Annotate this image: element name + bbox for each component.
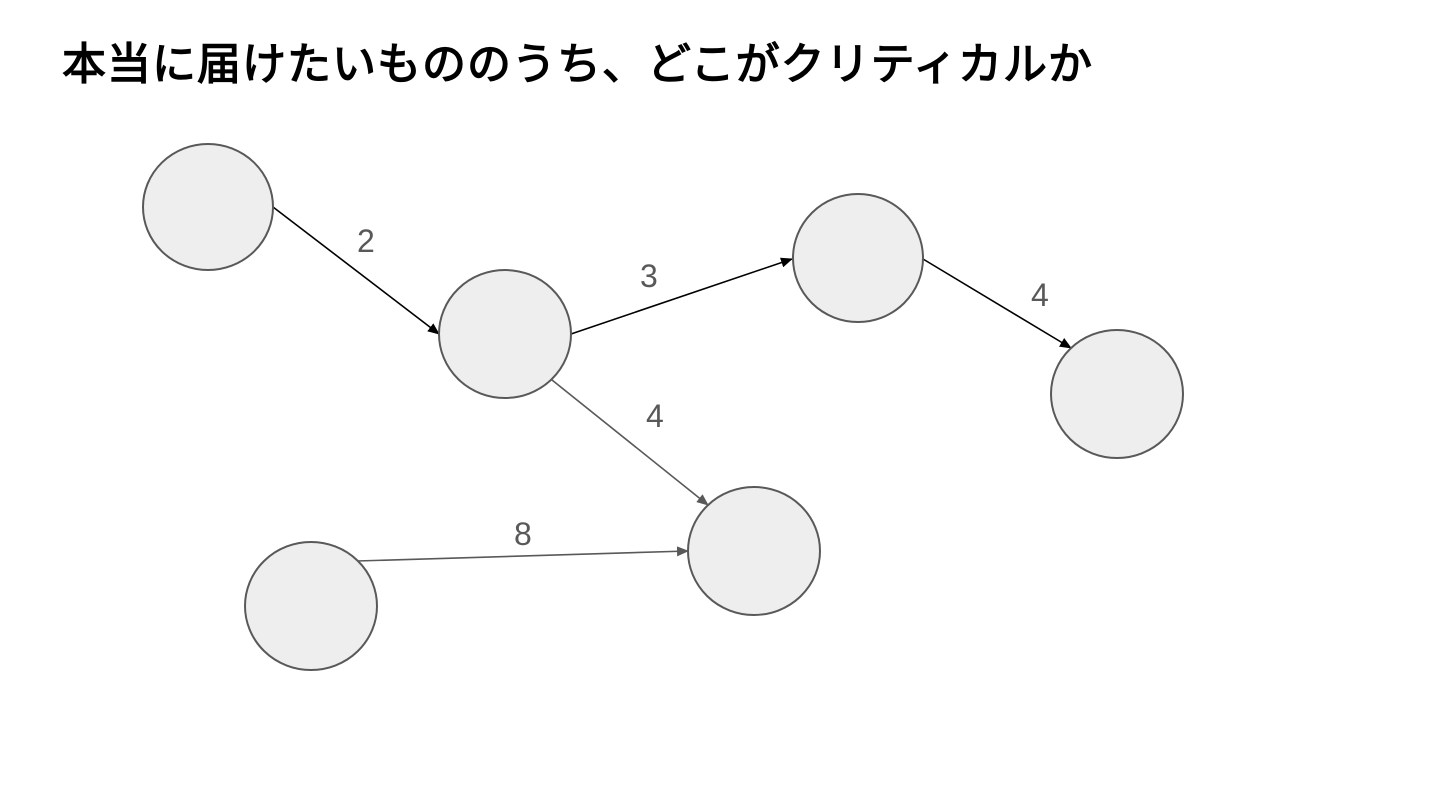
node-1 [142,143,274,271]
node-2 [438,269,572,399]
edge-label-n6-n5: 8 [514,516,532,552]
edge-n3-n4 [922,258,1072,349]
edge-n2-n5 [551,379,709,506]
edge-label-n1-n2: 2 [357,223,375,259]
node-6 [244,541,378,671]
edge-n6-n5 [356,546,689,562]
slide-title: 本当に届けたいもののうち、どこがクリティカルか [62,39,1094,90]
node-5 [687,486,821,616]
edge-label-n2-n5: 4 [646,398,664,434]
node-4 [1050,329,1184,459]
edge-n2-n3 [570,257,793,335]
edge-label-n3-n4: 4 [1031,277,1049,313]
node-3 [792,193,924,323]
edge-label-n2-n3: 3 [640,258,658,294]
edge-n1-n2 [272,206,440,335]
